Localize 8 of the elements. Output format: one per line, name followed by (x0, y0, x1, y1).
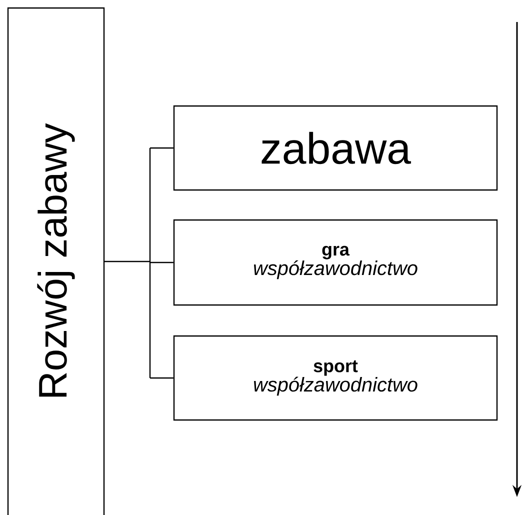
connector-branch (150, 377, 174, 379)
vertical-label-box: Rozwój zabawy (7, 7, 105, 515)
connector-branch (150, 262, 174, 264)
connector-branch (150, 147, 174, 149)
process-box: gra współzawodnictwo (173, 219, 498, 306)
process-box: zabawa (173, 105, 498, 191)
process-box: sport współzawodnictwo (173, 335, 498, 421)
connector-trunk (104, 147, 151, 379)
